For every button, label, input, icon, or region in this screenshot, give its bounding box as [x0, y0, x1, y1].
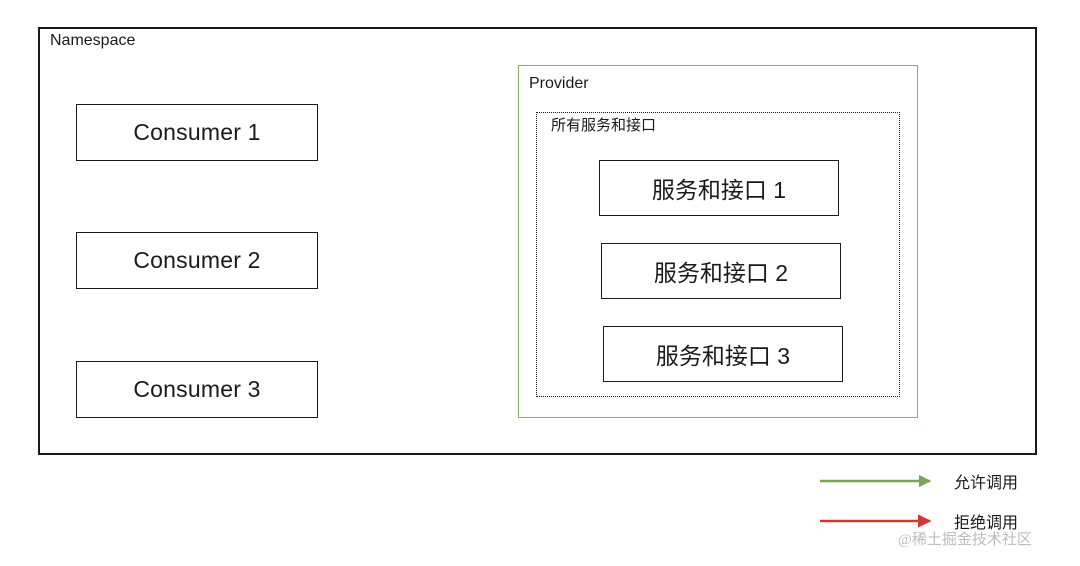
legend-allow-label: 允许调用 [954, 475, 1019, 492]
namespace-label: Namespace [50, 32, 136, 49]
legend-deny-label: 拒绝调用 [954, 515, 1019, 532]
legend: 允许调用 拒绝调用 [818, 462, 1080, 552]
node-service-3-label: 服务和接口 3 [655, 343, 791, 369]
node-consumer-1[interactable]: Consumer 1 [76, 104, 318, 161]
node-consumer-2[interactable]: Consumer 2 [76, 232, 318, 289]
node-service-1-label: 服务和接口 1 [651, 177, 787, 203]
node-service-1[interactable]: 服务和接口 1 [599, 160, 839, 216]
node-service-2-label: 服务和接口 2 [653, 260, 789, 286]
node-consumer-3[interactable]: Consumer 3 [76, 361, 318, 418]
node-consumer-3-label: Consumer 3 [133, 376, 261, 402]
node-consumer-2-label: Consumer 2 [133, 247, 261, 273]
provider-container [518, 65, 918, 418]
legend-row-deny: 拒绝调用 [818, 506, 1018, 536]
node-service-3[interactable]: 服务和接口 3 [603, 326, 843, 382]
all-services-group-label: 所有服务和接口 [551, 117, 657, 134]
node-consumer-1-label: Consumer 1 [133, 119, 261, 145]
node-service-2[interactable]: 服务和接口 2 [601, 243, 841, 299]
watermark: @稀土掘金技术社区 [898, 532, 1032, 548]
legend-deny-arrow-icon [818, 510, 938, 532]
legend-row-allow: 允许调用 [818, 466, 1018, 496]
provider-label: Provider [529, 75, 589, 92]
legend-allow-arrow-icon [818, 470, 938, 492]
all-services-group-container [536, 112, 900, 397]
